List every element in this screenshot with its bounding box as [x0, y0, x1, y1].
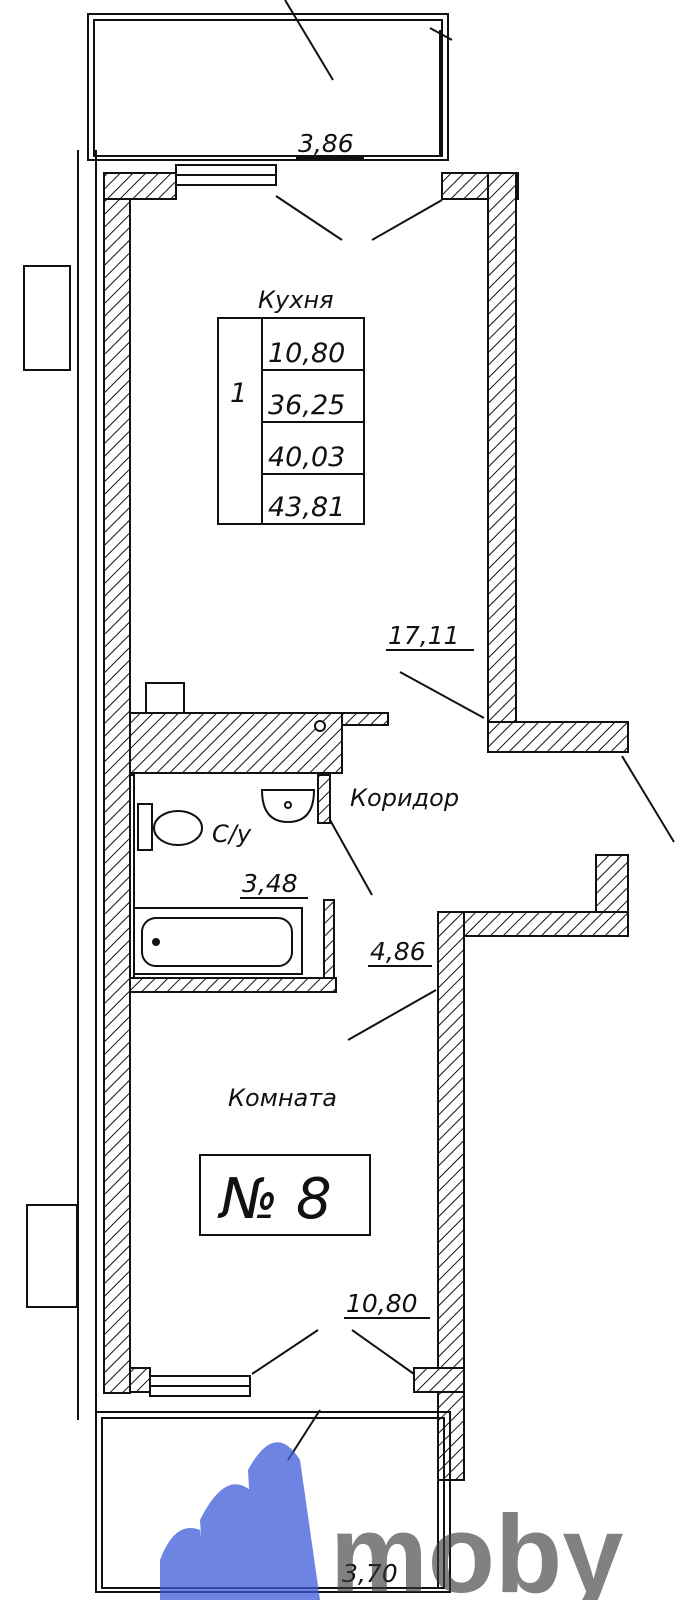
- facade-window-top: [23, 265, 71, 371]
- table-value: 10,80: [268, 338, 345, 369]
- bathroom-name: С/у: [212, 820, 252, 848]
- watermark-text: moby: [330, 1493, 623, 1600]
- bathroom-walls: [129, 774, 337, 993]
- corridor-name: Коридор: [350, 784, 459, 812]
- toilet-icon: [137, 803, 203, 851]
- table-value: 43,81: [268, 492, 345, 523]
- watermark-mark-icon: [160, 1528, 210, 1600]
- corridor-area: 4,86: [370, 937, 426, 966]
- area-underlines: [240, 157, 474, 1589]
- table-rooms-count: 1: [230, 378, 247, 409]
- table-value: 40,03: [268, 442, 345, 473]
- table-value: 36,25: [268, 390, 345, 421]
- bathroom-area: 3,48: [242, 869, 298, 898]
- flat-number: № 8: [217, 1167, 332, 1232]
- room-area: 10,80: [346, 1289, 418, 1318]
- kitchen-area: 17,11: [388, 621, 460, 650]
- facade-window-bottom: [26, 1204, 78, 1308]
- room-window: [149, 1375, 251, 1397]
- sink-icon: [260, 789, 316, 824]
- kitchen-fixture: [145, 682, 326, 732]
- kitchen-name: Кухня: [258, 286, 334, 314]
- bathtub-icon: [133, 907, 303, 975]
- facade-strip: [77, 150, 97, 1420]
- kitchen-window: [175, 164, 277, 186]
- watermark-logo: moby: [160, 1442, 623, 1600]
- balcony-top: [87, 0, 453, 161]
- outer-walls: [103, 172, 629, 1481]
- balcony-bottom-area: 3,70: [342, 1559, 398, 1588]
- kitchen-door: [275, 195, 443, 241]
- leader-lines: [287, 671, 675, 1461]
- room-door: [251, 1329, 415, 1375]
- balcony-top-area: 3,86: [298, 129, 354, 158]
- summary-table: [217, 317, 365, 525]
- flat-number-frame: [199, 1154, 371, 1236]
- room-name: Комната: [228, 1084, 337, 1112]
